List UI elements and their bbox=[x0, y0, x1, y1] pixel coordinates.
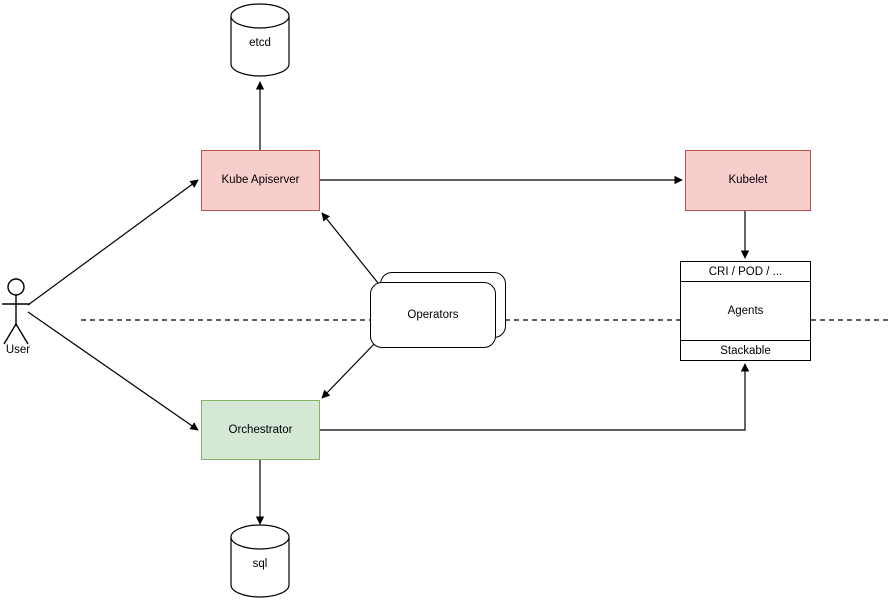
kube-apiserver-label: Kube Apiserver bbox=[221, 174, 300, 187]
agents-label: Agents bbox=[727, 305, 764, 317]
cylinder-shape bbox=[230, 3, 290, 77]
user-actor-label: User bbox=[5, 344, 31, 356]
edge-orchestrator-to-stackable bbox=[320, 363, 750, 431]
agents-node[interactable]: CRI / POD / ... Agents Stackable bbox=[680, 261, 811, 361]
user-actor-icon bbox=[2, 278, 30, 345]
orchestrator-node[interactable]: Orchestrator bbox=[201, 400, 320, 460]
cylinder-shape bbox=[230, 524, 290, 598]
agents-cri-pod-label: CRI / POD / ... bbox=[681, 262, 810, 282]
operators-stack-front[interactable]: Operators bbox=[370, 282, 496, 348]
operators-label: Operators bbox=[407, 309, 459, 321]
edge-user-to-orchestrator bbox=[27, 311, 199, 431]
kubelet-label: Kubelet bbox=[728, 174, 768, 187]
etcd-datastore[interactable]: etcd bbox=[230, 3, 290, 77]
sql-label: sql bbox=[252, 558, 268, 570]
edge-operators-to-orchestrator bbox=[321, 339, 379, 399]
orchestrator-label: Orchestrator bbox=[228, 423, 293, 436]
kube-apiserver-node[interactable]: Kube Apiserver bbox=[201, 150, 320, 211]
sql-datastore[interactable]: sql bbox=[230, 524, 290, 598]
etcd-label: etcd bbox=[249, 37, 271, 49]
agents-stackable-label: Stackable bbox=[681, 340, 810, 360]
operators-node[interactable]: Operators bbox=[370, 272, 506, 348]
kubelet-node[interactable]: Kubelet bbox=[685, 150, 811, 211]
edge-user-to-kube-apiserver bbox=[27, 179, 199, 306]
